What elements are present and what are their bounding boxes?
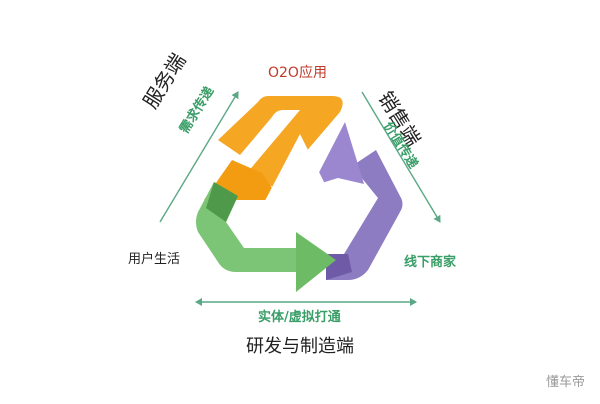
label-rd-manufacturing: 研发与制造端 [246,336,354,357]
label-o2o-app: O2O应用 [268,65,327,81]
label-user-life: 用户生活 [128,252,181,267]
green-arrow-head [296,232,336,292]
label-physical-virtual: 实体/虚拟打通 [258,310,341,325]
purple-arrow-head [312,122,364,186]
label-offline-merchants: 线下商家 [404,255,457,270]
green-dark-fold [206,182,238,222]
right-side-arrow [361,91,441,223]
watermark: 懂车帝 [546,375,586,390]
left-side-arrow [159,91,239,223]
center-triangle [258,134,340,214]
purple-band [326,150,403,280]
orange-band [218,96,343,188]
